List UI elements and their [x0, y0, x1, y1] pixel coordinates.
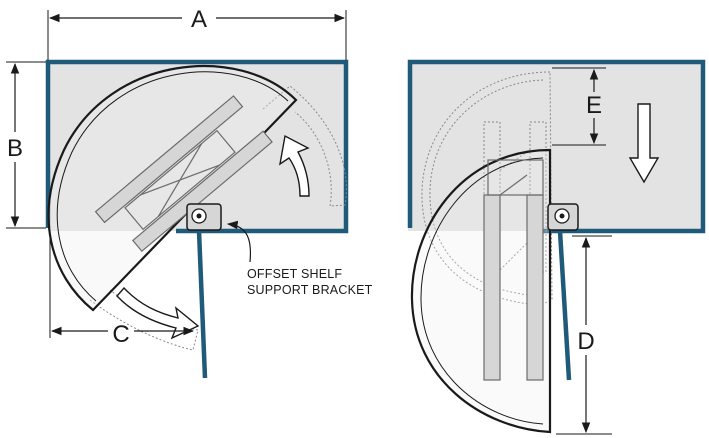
left-rotate-arrow-lower: [116, 286, 200, 340]
right-pull-down-arrow: [628, 103, 660, 184]
left-shelf-rotated-outline: [262, 85, 347, 207]
dimension-label-b: B: [7, 135, 23, 162]
dimension-label-c: C: [112, 321, 129, 348]
callout-line-2: SUPPORT BRACKET: [247, 283, 373, 297]
left-cabinet-wall: [45, 59, 349, 234]
left-door-panel: [196, 230, 208, 379]
right-door-panel: [557, 230, 572, 381]
right-cabinet-wall: [407, 59, 706, 234]
dimension-label-d: D: [577, 328, 594, 355]
right-cabinet-interior: [408, 62, 705, 231]
left-rotate-arrow-upper: [279, 134, 310, 197]
callout-line-1: OFFSET SHELF: [247, 267, 342, 281]
left-view: A B C OFFSET SHELF SUPPORT BRACKET: [6, 6, 373, 379]
dimension-label-e: E: [586, 92, 602, 119]
right-offset-bracket: [547, 203, 579, 231]
right-shelf-hardware: [483, 159, 544, 381]
dimension-label-a: A: [191, 6, 207, 33]
right-half-moon-shelf-rim: [420, 157, 544, 425]
left-shelf-hardware: [94, 95, 273, 253]
left-half-moon-shelf: [47, 64, 298, 312]
callout-leader: [226, 220, 252, 263]
right-half-moon-shelf: [410, 148, 552, 434]
right-view: E D: [407, 59, 706, 435]
left-offset-bracket: [186, 203, 222, 231]
left-half-moon-shelf-rim: [56, 71, 289, 302]
